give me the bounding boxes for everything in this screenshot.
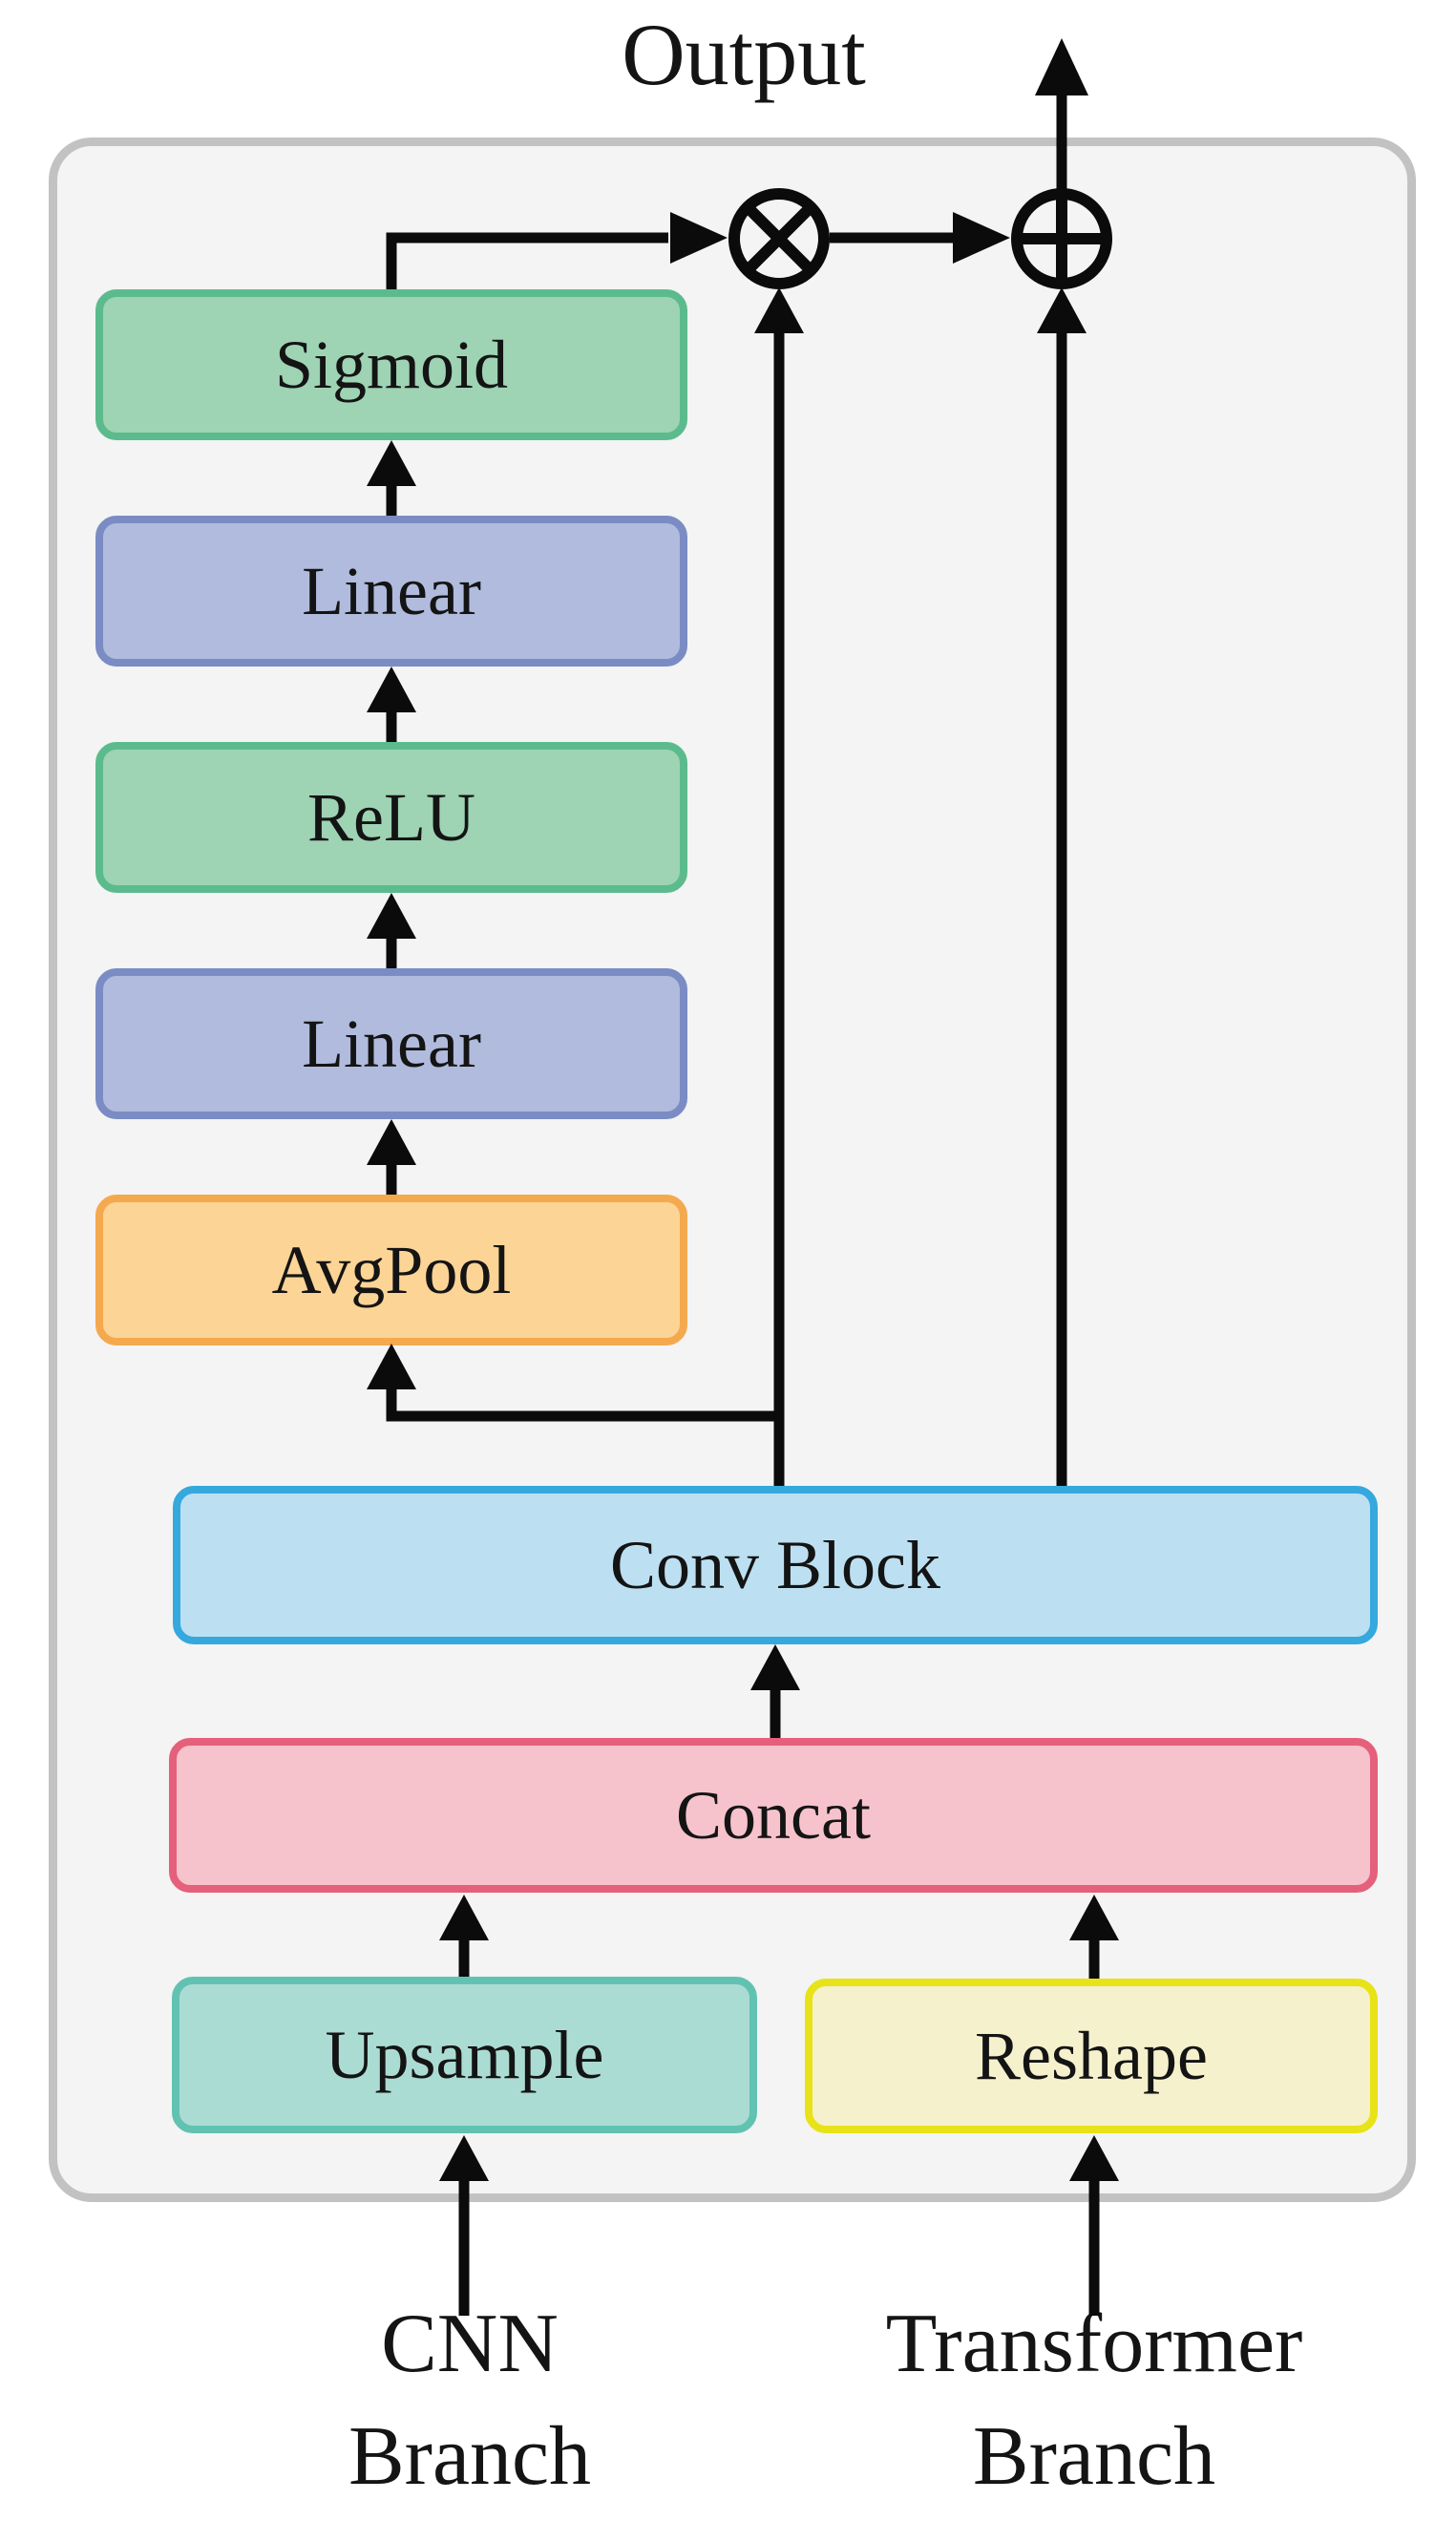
conv-block: Conv Block — [173, 1486, 1378, 1644]
relu-block: ReLU — [95, 742, 687, 893]
conv-block-label: Conv Block — [609, 1526, 940, 1603]
sigmoid-block: Sigmoid — [95, 289, 687, 440]
cnn-branch-label: CNN Branch — [348, 2288, 591, 2513]
concat-block-label: Concat — [676, 1776, 871, 1854]
linear-block-upper-label: Linear — [302, 552, 481, 629]
avgpool-block-label: AvgPool — [271, 1231, 512, 1308]
output-label: Output — [622, 6, 866, 103]
reshape-block: Reshape — [805, 1979, 1378, 2133]
upsample-block-label: Upsample — [325, 2016, 604, 2093]
upsample-block: Upsample — [172, 1977, 757, 2133]
linear-block-lower: Linear — [95, 968, 687, 1119]
transformer-branch-label: Transformer Branch — [886, 2288, 1303, 2513]
cnn-branch-label-line1: CNN — [381, 2298, 559, 2390]
concat-block: Concat — [169, 1738, 1378, 1893]
sigmoid-block-label: Sigmoid — [274, 326, 509, 403]
avgpool-block: AvgPool — [95, 1195, 687, 1345]
relu-block-label: ReLU — [307, 778, 475, 856]
linear-block-lower-label: Linear — [302, 1005, 481, 1082]
transformer-branch-label-line2: Branch — [972, 2410, 1216, 2503]
cnn-branch-label-line2: Branch — [348, 2410, 592, 2503]
reshape-block-label: Reshape — [975, 2017, 1208, 2094]
transformer-branch-label-line1: Transformer — [885, 2298, 1303, 2390]
linear-block-upper: Linear — [95, 516, 687, 667]
